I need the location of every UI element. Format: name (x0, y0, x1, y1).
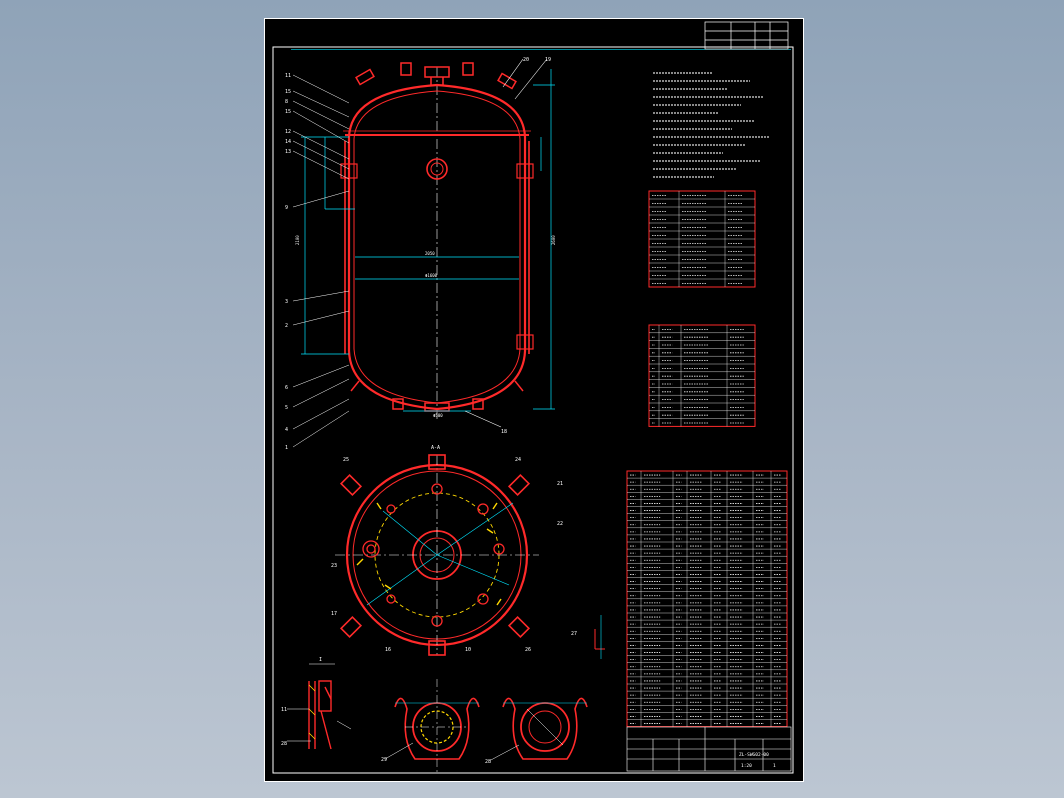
left-callout-label: 3 (285, 299, 288, 305)
left-callout-label: 14 (285, 139, 291, 145)
plan-callout-label: 27 (571, 631, 577, 637)
title-block: ZL-SWG02-00 1:20 1 (626, 726, 792, 772)
plan-callout-label: 25 (343, 457, 349, 463)
left-callout-label: 4 (285, 427, 288, 433)
top-callout-1: 20 (523, 57, 529, 63)
border-cyan-line (291, 49, 791, 50)
plan-callout-label: 16 (385, 647, 391, 653)
left-callout-leader (292, 100, 350, 130)
detail-callout-2: 28 (281, 741, 287, 747)
technical-notes-block (653, 72, 769, 178)
drawing-canvas: 2100 2600 Φ1600 2050 Φ500 11158151214139… (272, 21, 794, 775)
table-border (648, 324, 756, 427)
plan-view-label: A-A (431, 445, 440, 451)
left-callout-label: 5 (285, 405, 288, 411)
left-callout-leader (292, 310, 350, 326)
left-callout-leader (292, 378, 350, 408)
svg-text:2600: 2600 (551, 235, 556, 245)
detail-view-1: I 11 (281, 657, 352, 750)
plan-callout-label: 17 (331, 611, 337, 617)
nozzle-table (648, 324, 756, 427)
plan-callout-label: 21 (557, 481, 563, 487)
plan-callout-group: 25 24 21 22 23 17 16 10 26 27 (331, 457, 577, 653)
left-callout-label: 1 (285, 445, 288, 451)
plan-callout-label: 24 (515, 457, 521, 463)
section-callout-1: 29 (381, 757, 387, 763)
left-callout-label: 6 (285, 385, 288, 391)
plan-callout-label: 23 (331, 563, 337, 569)
left-callout-leader (292, 90, 350, 118)
left-callout-label: 13 (285, 149, 291, 155)
section-view-right: 28 (485, 697, 588, 765)
drawing-number: ZL-SWG02-00 (739, 752, 769, 758)
left-callout-leader (292, 130, 350, 160)
top-callout-2: 19 (545, 57, 551, 63)
svg-text:Φ500: Φ500 (433, 413, 443, 418)
svg-text:2100: 2100 (295, 235, 300, 245)
vessel-plan-view: A-A (335, 445, 539, 656)
left-callout-label: 12 (285, 129, 291, 135)
vessel-front-view: 2100 2600 Φ1600 2050 Φ500 (295, 62, 556, 419)
section-mark (594, 615, 605, 659)
technical-characteristics-table (648, 190, 756, 288)
plan-callout-label: 22 (557, 521, 563, 527)
plan-callout-label: 10 (465, 647, 471, 653)
left-callout-leader (292, 140, 350, 170)
left-callout-leader (292, 190, 350, 208)
drawing-sheet-no: 1 (773, 763, 776, 769)
left-callout-leader (292, 410, 350, 448)
detail-callout-1: 11 (281, 707, 287, 713)
left-callout-label: 15 (285, 109, 291, 115)
left-callout-leader (292, 364, 350, 388)
plan-callout-label: 26 (525, 647, 531, 653)
parts-list-table (626, 470, 788, 728)
left-callout-label: 15 (285, 89, 291, 95)
left-callout-leader (292, 398, 350, 430)
section-callout-2: 28 (485, 759, 491, 765)
top-callout-group (464, 58, 548, 428)
svg-text:Φ1600: Φ1600 (425, 273, 438, 278)
left-callout-label: 9 (285, 205, 288, 211)
drawing-scale: 1:20 (741, 763, 752, 769)
detail-view-label: I (319, 657, 322, 663)
left-callout-leader (292, 74, 350, 104)
svg-text:2050: 2050 (425, 251, 435, 256)
corner-block (704, 21, 789, 50)
bottom-callout: 18 (501, 429, 507, 435)
section-view-left: 29 (381, 679, 480, 775)
left-callout-leader (292, 150, 350, 180)
left-callout-group: 11 15 8 15 12 14 13 9 3 2 6 5 4 1 (285, 73, 350, 451)
left-callout-label: 11 (285, 73, 291, 79)
inner-frame (272, 46, 794, 774)
left-callout-label: 2 (285, 323, 288, 329)
left-callout-leader (292, 290, 350, 302)
left-callout-label: 8 (285, 99, 288, 105)
left-callout-leader (292, 110, 350, 144)
